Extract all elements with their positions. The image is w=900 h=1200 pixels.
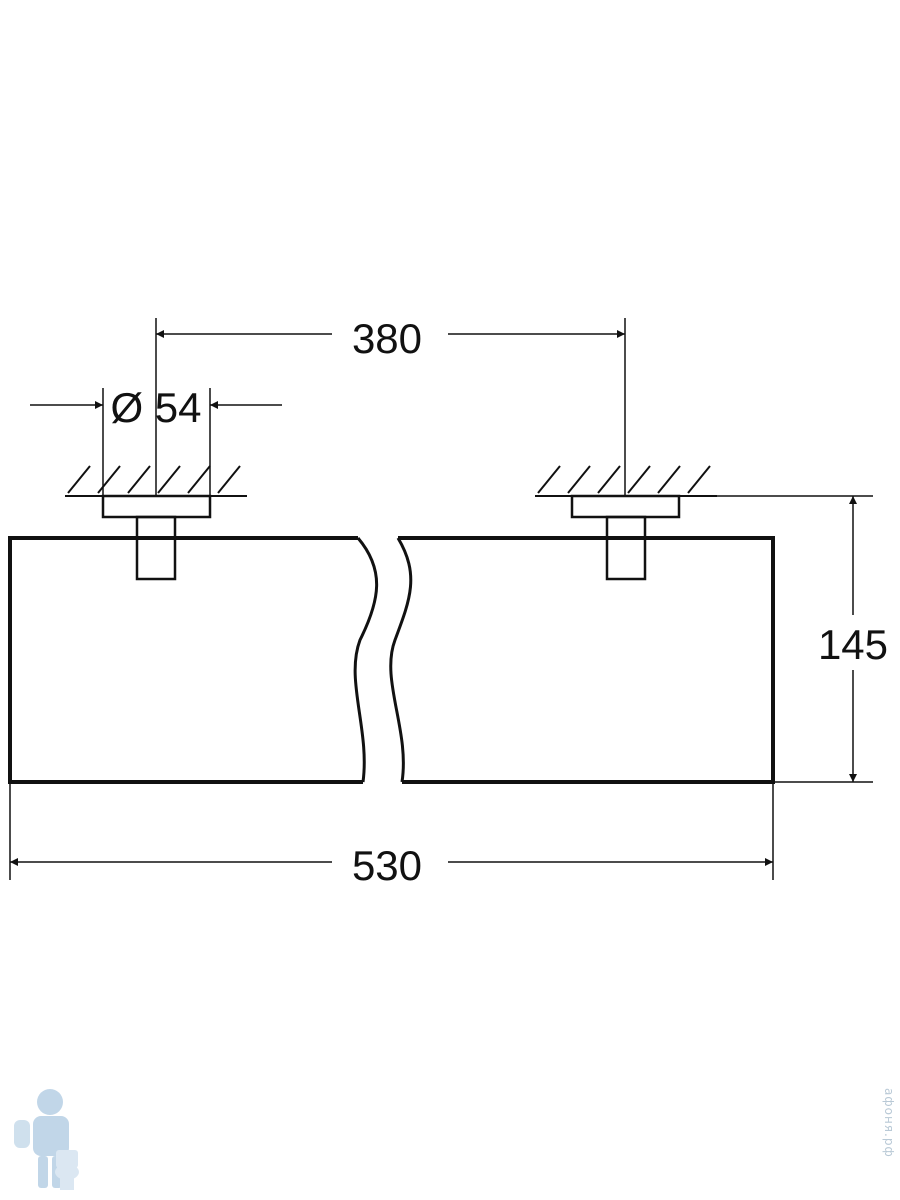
bracket-diameter-label: Ø 54 — [110, 384, 201, 431]
dimension-bracket-diameter: Ø 54 — [30, 384, 282, 496]
mount-spacing-label: 380 — [352, 315, 422, 362]
shelf-right-section — [389, 536, 775, 784]
watermark-text: афоня.рф — [882, 1088, 896, 1158]
dimension-mount-spacing: 380 — [155, 315, 626, 496]
shelf-left-section — [8, 536, 379, 784]
right-wall-hatch — [535, 465, 717, 497]
overall-length-label: 530 — [352, 842, 422, 889]
plumber-logo-icon — [14, 1089, 79, 1190]
dimension-overall-length: 530 — [9, 782, 774, 889]
height-label: 145 — [818, 621, 888, 668]
dimension-height: 145 — [679, 495, 888, 783]
